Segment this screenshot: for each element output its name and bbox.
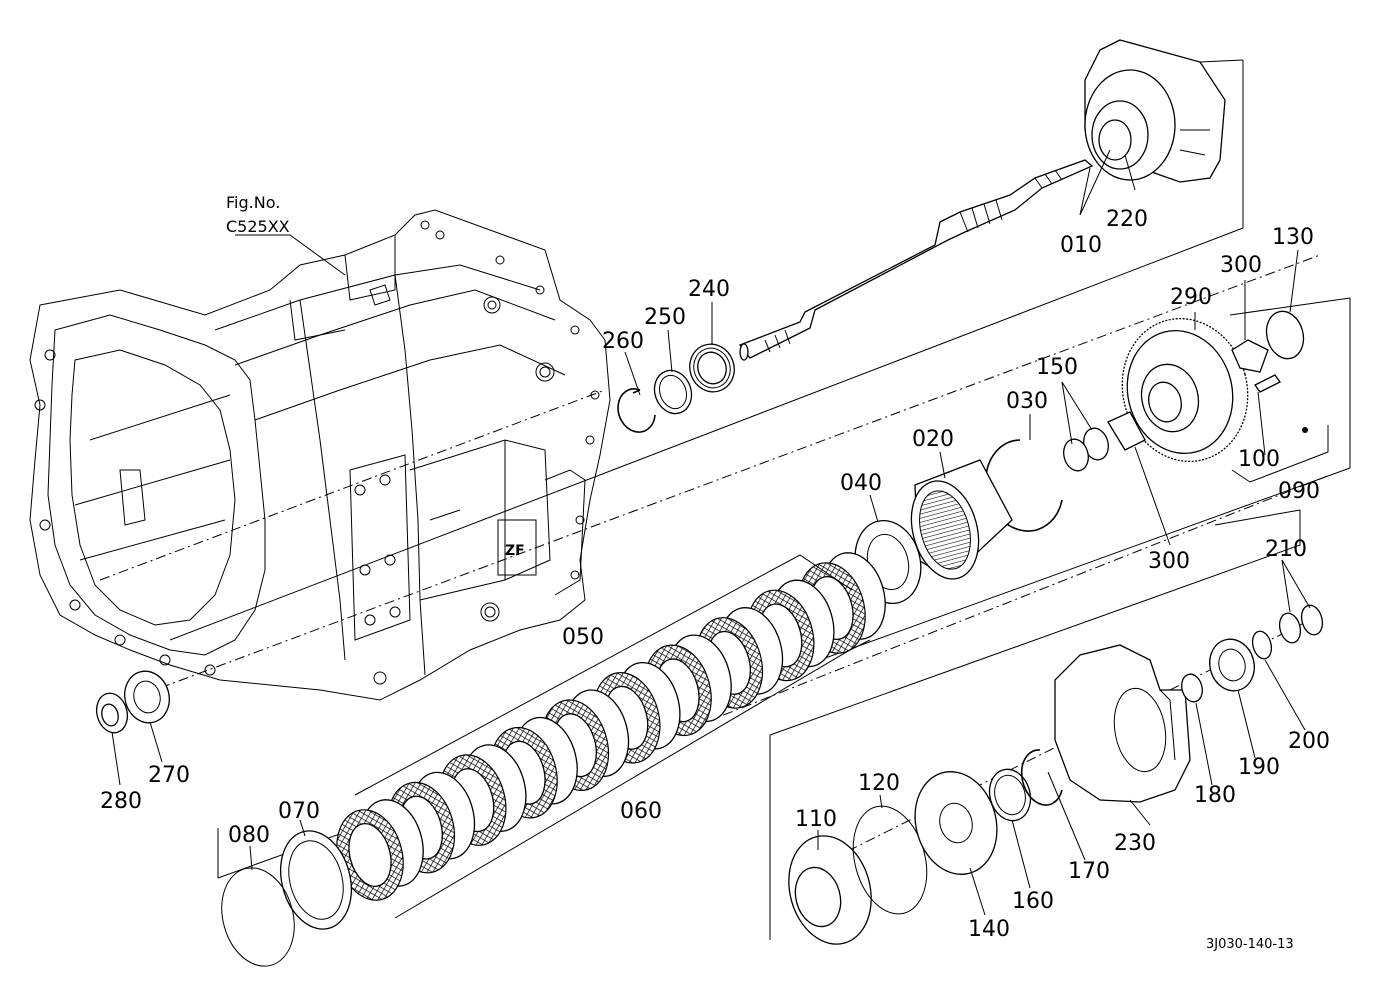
- upper-small-parts: [617, 343, 735, 433]
- label-100: 100: [1238, 447, 1280, 472]
- label-080: 080: [228, 823, 270, 848]
- middle-row-parts: [854, 427, 1109, 605]
- label-120: 120: [858, 771, 900, 796]
- label-300-upper: 300: [1220, 253, 1262, 278]
- label-130: 130: [1272, 225, 1314, 250]
- figure-reference: Fig.No. C525XX: [226, 193, 290, 236]
- label-220: 220: [1106, 207, 1148, 232]
- label-170: 170: [1068, 859, 1110, 884]
- fig-ref-line2: C525XX: [226, 217, 290, 236]
- label-020: 020: [912, 427, 954, 452]
- label-190: 190: [1238, 755, 1280, 780]
- label-110: 110: [795, 807, 837, 832]
- label-090: 090: [1278, 479, 1320, 504]
- shaft: [738, 159, 1094, 361]
- fig-ref-line1: Fig.No.: [226, 193, 280, 212]
- label-050: 050: [562, 625, 604, 650]
- label-150: 150: [1036, 355, 1078, 380]
- friction-disc-bore: [348, 823, 392, 887]
- lower-right-parts: [788, 604, 1324, 945]
- label-230: 230: [1114, 831, 1156, 856]
- group-bracket: [354, 554, 853, 796]
- label-300-lower: 300: [1148, 549, 1190, 574]
- svg-text:ZF: ZF: [505, 543, 525, 559]
- cover-housing: [1084, 39, 1226, 183]
- label-250: 250: [644, 305, 686, 330]
- label-160: 160: [1012, 889, 1054, 914]
- label-210: 210: [1265, 537, 1307, 562]
- gear-assembly: [1107, 310, 1308, 463]
- label-290: 290: [1170, 285, 1212, 310]
- label-280: 280: [100, 789, 142, 814]
- part-number-labels: 010 020 030 040 050 060 070 080 090 100 …: [100, 207, 1330, 942]
- group-bracket: [394, 639, 871, 919]
- label-270: 270: [148, 763, 190, 788]
- exploded-frames: [159, 59, 1351, 940]
- lower-left-parts: [95, 670, 352, 967]
- label-200: 200: [1288, 729, 1330, 754]
- label-070: 070: [278, 799, 320, 824]
- label-030: 030: [1006, 389, 1048, 414]
- label-140: 140: [968, 917, 1010, 942]
- label-240: 240: [688, 277, 730, 302]
- drawing-code: 3J030-140-13: [1206, 937, 1294, 952]
- clutch-disc-stack: [336, 552, 886, 919]
- label-060: 060: [620, 799, 662, 824]
- label-010: 010: [1060, 233, 1102, 258]
- label-040: 040: [840, 471, 882, 496]
- transmission-housing: ZF: [29, 209, 611, 701]
- label-180: 180: [1194, 783, 1236, 808]
- label-260: 260: [602, 329, 644, 354]
- leader-lines: [111, 149, 1311, 916]
